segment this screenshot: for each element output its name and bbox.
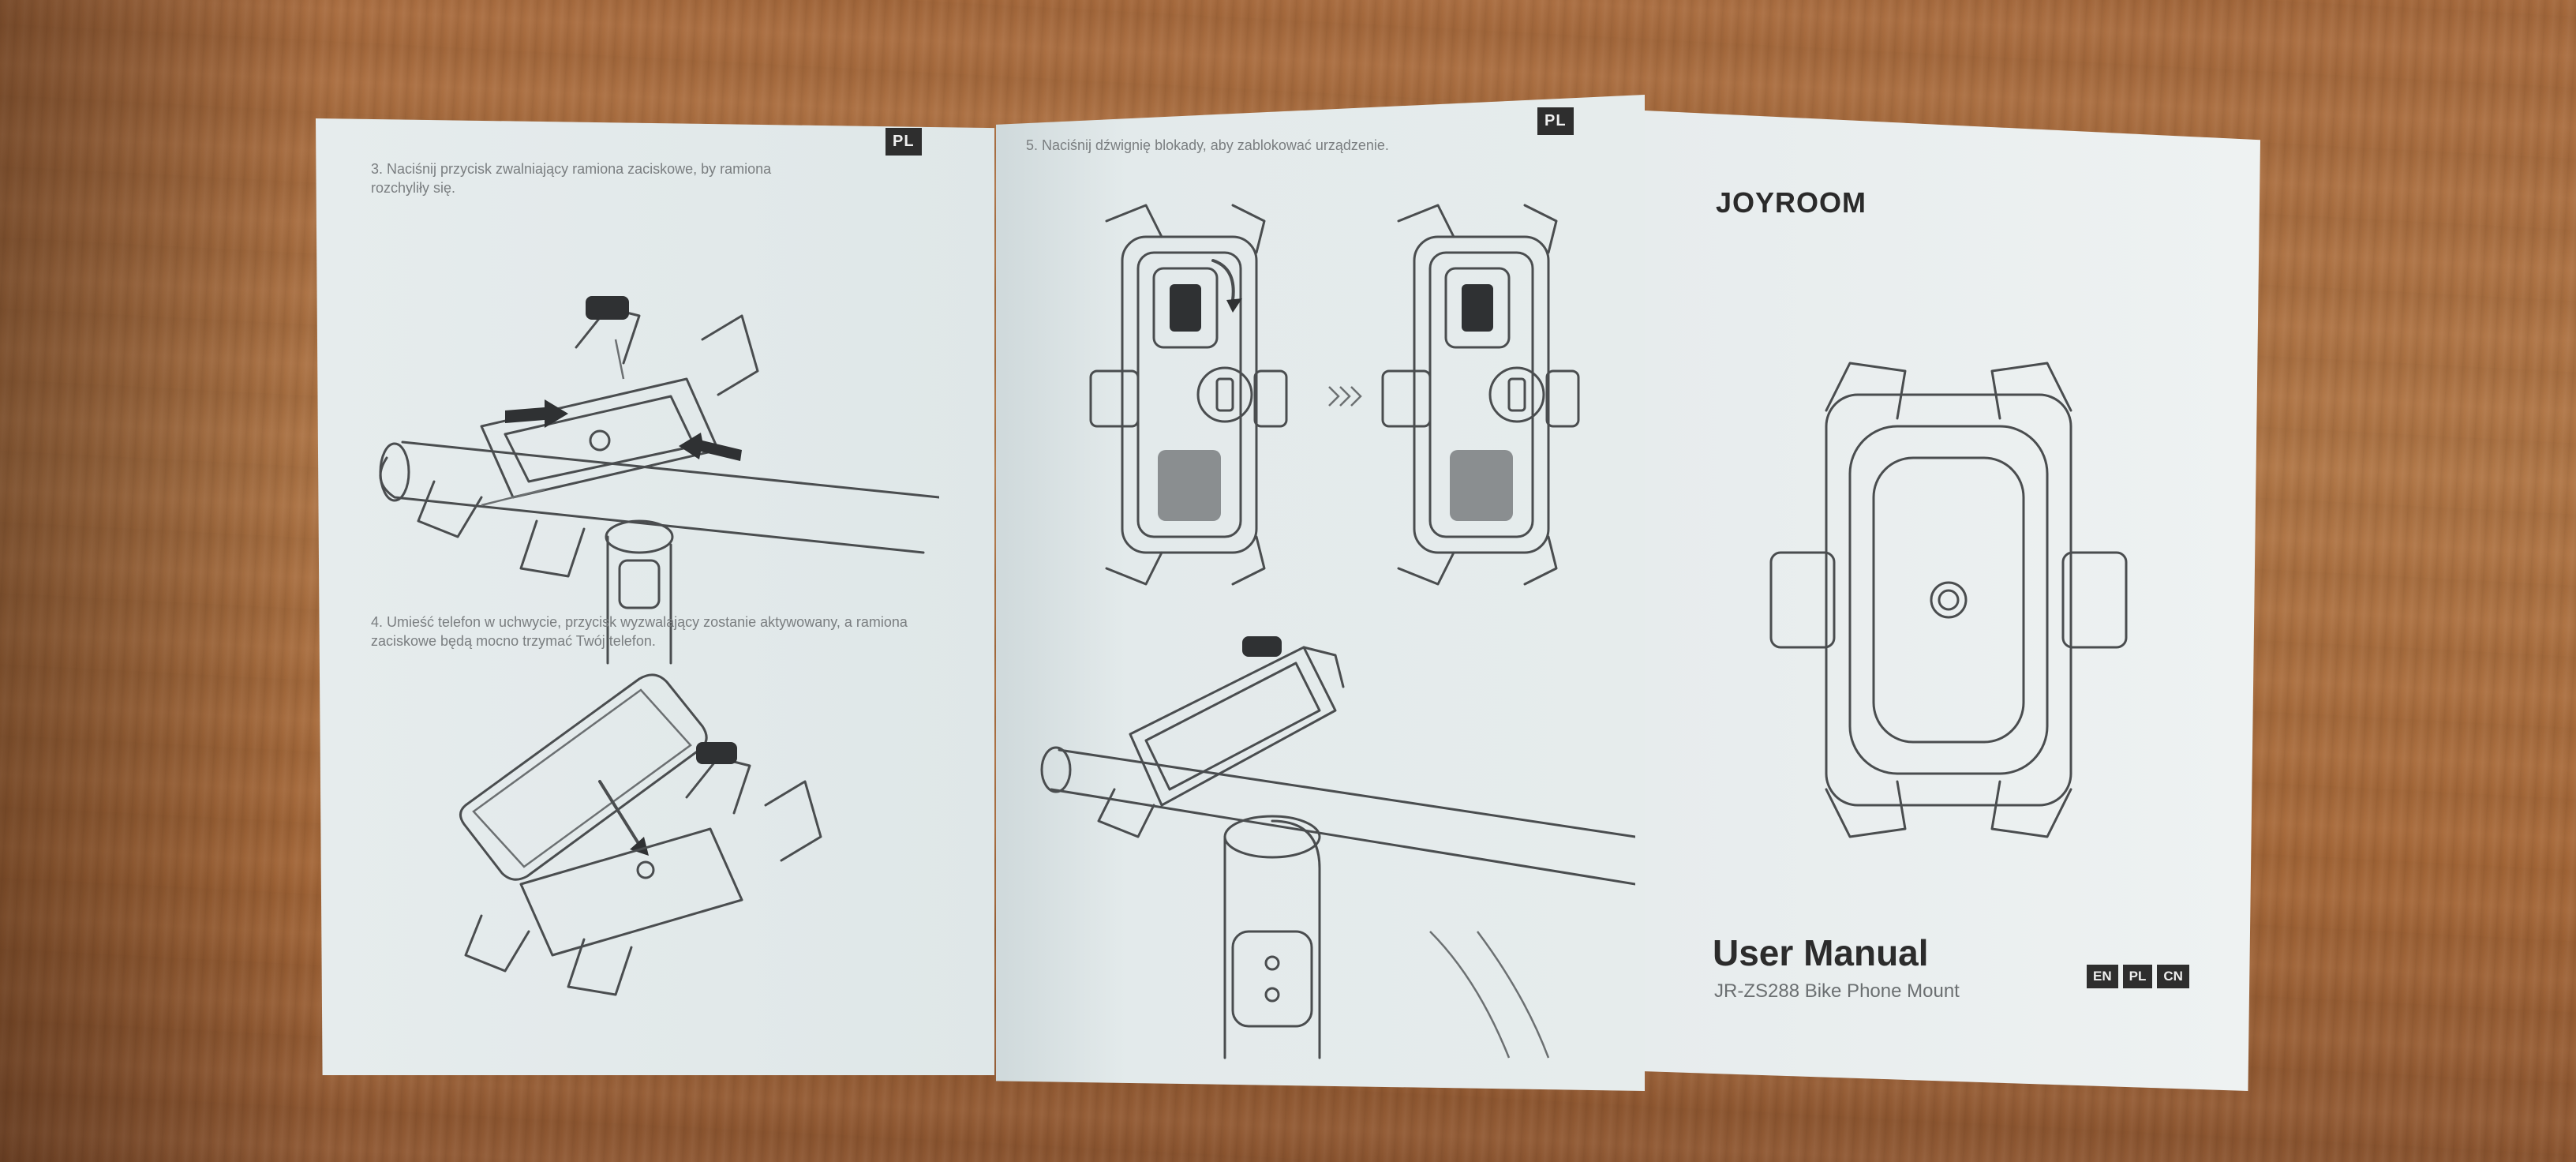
language-badge-pl: PL bbox=[2122, 965, 2153, 988]
manual-page-left: PL 3. Naciśnij przycisk zwalniający rami… bbox=[316, 118, 994, 1075]
step-5-text: 5. Naciśnij dźwignię blokady, aby zablok… bbox=[1026, 137, 1389, 153]
phone-mount-outline-icon bbox=[1769, 362, 2128, 838]
language-badges: EN PL CN bbox=[2087, 965, 2189, 988]
manual-page-middle: PL 5. Naciśnij dźwignię blokady, aby zab… bbox=[996, 95, 1645, 1091]
step-4-illustration bbox=[459, 673, 822, 996]
manual-title: User Manual bbox=[1713, 932, 1929, 973]
language-badge: PL bbox=[1537, 107, 1574, 135]
manual-cover-page: JOYROOM User Manual JR-ZS288 Bike Phone … bbox=[1645, 111, 2260, 1091]
table-shadow bbox=[0, 0, 331, 1162]
step-5-lock-illustration bbox=[1089, 204, 1580, 586]
language-badge-en: EN bbox=[2087, 965, 2118, 988]
step-3-illustration bbox=[379, 296, 939, 665]
brand-logo: JOYROOM bbox=[1716, 186, 1867, 219]
step-4-text: 4. Umieść telefon w uchwycie, przycisk w… bbox=[371, 614, 908, 649]
step-3-text: 3. Naciśnij przycisk zwalniający ramiona… bbox=[371, 161, 772, 196]
language-badge-cn: CN bbox=[2157, 965, 2189, 988]
product-subtitle: JR-ZS288 Bike Phone Mount bbox=[1714, 980, 1960, 1002]
bike-mount-illustration bbox=[1040, 636, 1635, 1059]
language-badge: PL bbox=[886, 128, 922, 156]
